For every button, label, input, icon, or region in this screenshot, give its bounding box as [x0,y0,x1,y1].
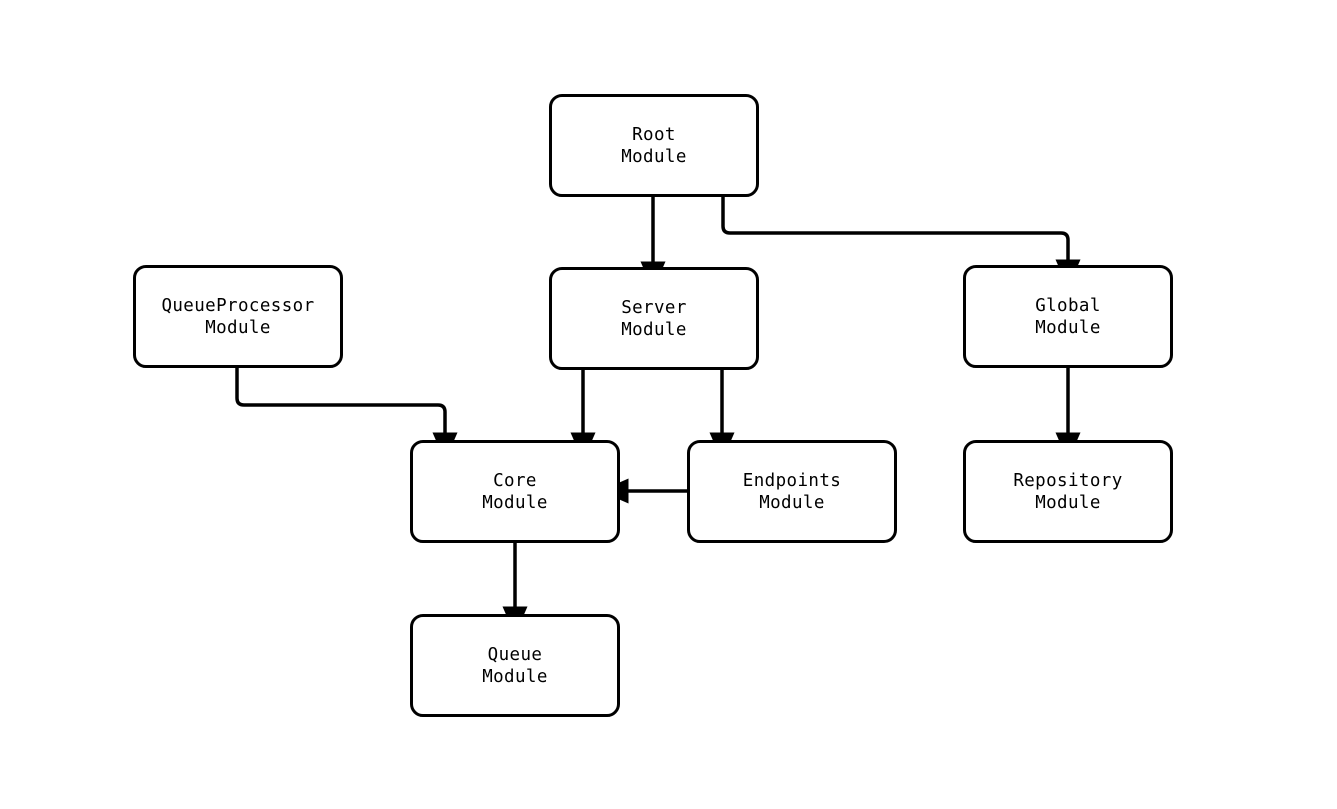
node-global-module-line1: Global [1035,295,1101,316]
node-server-module-line2: Module [621,319,687,340]
node-repository-module-line1: Repository [1013,470,1123,491]
edge-root-to-global [721,197,1081,288]
node-core-module-line1: Core [493,470,537,491]
node-global-module-line2: Module [1035,317,1101,338]
node-global-module[interactable]: Global Module [963,265,1173,368]
node-server-module[interactable]: Server Module [549,267,759,370]
node-repository-module[interactable]: Repository Module [963,440,1173,543]
node-queue-module[interactable]: Queue Module [410,614,620,717]
node-queueprocessor-module-line2: Module [205,317,271,338]
node-root-module[interactable]: Root Module [549,94,759,197]
node-repository-module-line2: Module [1035,492,1101,513]
node-queue-module-line2: Module [482,666,548,687]
edge-path-queueprocessor-to-core [235,368,458,461]
edge-path-root-to-global [721,197,1081,288]
edge-queueprocessor-to-core [235,368,458,461]
node-root-module-line2: Module [621,146,687,167]
node-core-module-line2: Module [482,492,548,513]
node-queue-module-line1: Queue [487,644,543,665]
node-endpoints-module-line2: Module [759,492,825,513]
node-queueprocessor-module[interactable]: QueueProcessor Module [133,265,343,368]
node-server-module-line1: Server [621,297,687,318]
node-endpoints-module-line1: Endpoints [742,470,842,491]
node-endpoints-module[interactable]: Endpoints Module [687,440,897,543]
node-root-module-line1: Root [632,124,676,145]
node-core-module[interactable]: Core Module [410,440,620,543]
node-queueprocessor-module-line1: QueueProcessor [161,295,315,316]
